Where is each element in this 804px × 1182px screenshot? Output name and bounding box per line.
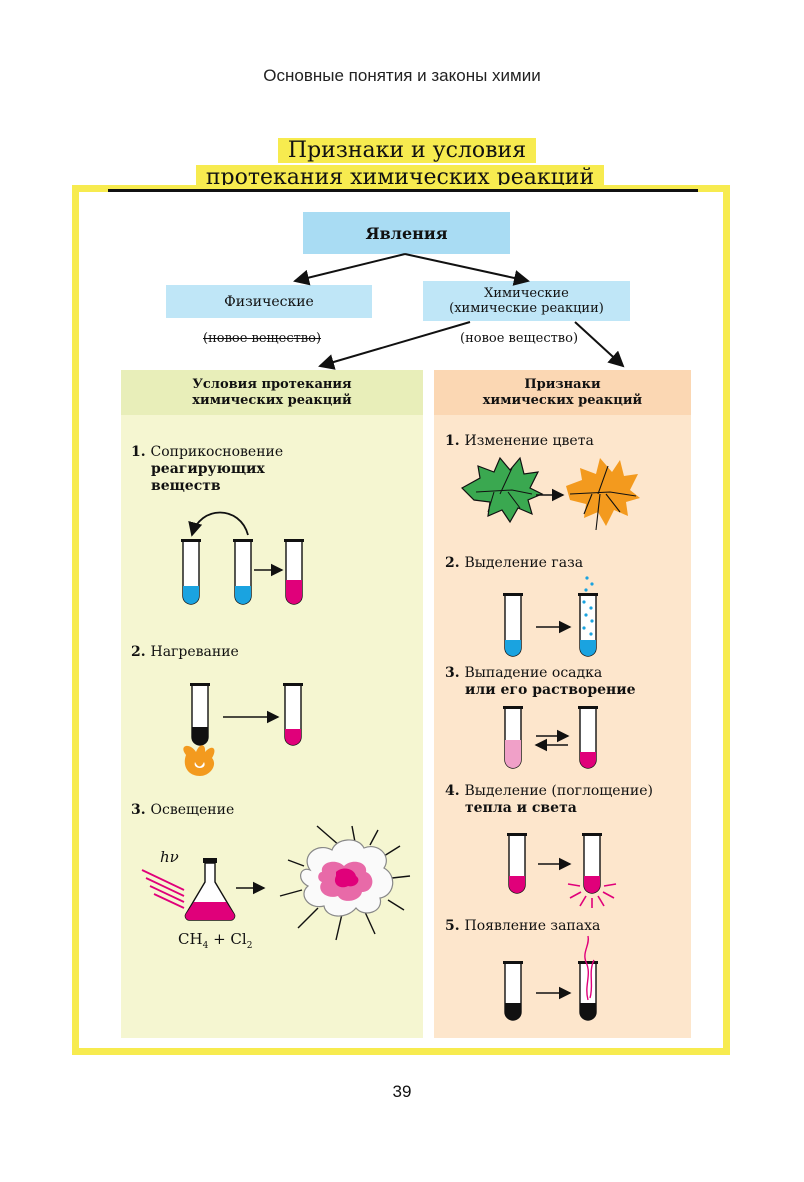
condition-1-line-2: реагирующих — [151, 461, 265, 477]
arrow-to-physical — [293, 253, 406, 286]
signs-header-line-1: Признаки — [524, 376, 601, 392]
green-leaf-icon — [461, 456, 544, 524]
flame-icon — [183, 745, 215, 776]
test-tube-icon — [503, 593, 523, 657]
test-tube-icon — [181, 539, 201, 605]
condition-1-line-3: веществ — [151, 478, 221, 494]
sign-item-4: 4. Выделение (поглощение) тепла и света — [445, 783, 653, 817]
test-tube-icon — [233, 539, 253, 605]
sign-item-1: 1. Изменение цвета — [445, 433, 594, 450]
smell-illustration — [503, 935, 598, 1021]
conditions-header-line-1: Условия протекания — [192, 376, 352, 392]
reaction-formula: CH4 + Cl2 — [178, 930, 252, 951]
page-number: 39 — [392, 1082, 412, 1101]
test-tube-icon — [503, 961, 523, 1021]
condition-item-1: 1. Соприкосновение реагирующих веществ — [131, 444, 283, 495]
sign-1-num: 1. — [445, 433, 460, 449]
precipitate-illustration — [503, 706, 598, 769]
test-tube-icon — [582, 833, 602, 894]
light-rays-icon — [141, 869, 185, 909]
smell-vapor-icon — [584, 935, 595, 1001]
conditions-panel — [121, 370, 423, 1038]
sign-2-num: 2. — [445, 555, 460, 571]
title-line-1: Признаки и условия — [277, 138, 537, 163]
sign-5-num: 5. — [445, 918, 460, 934]
condition-1-num: 1. — [131, 444, 146, 460]
test-tube-icon — [283, 683, 303, 746]
phenomena-box: Явления — [303, 212, 510, 254]
test-tube-icon — [507, 833, 527, 894]
formula-cl: + Cl — [208, 930, 247, 948]
chemical-label: Химические — [484, 286, 569, 301]
flask-icon — [184, 858, 236, 921]
chemical-sublabel: (химические реакции) — [449, 301, 604, 316]
test-tube-icon — [503, 706, 523, 769]
contact-illustration — [181, 511, 304, 605]
chemical-box: Химические (химические реакции) — [423, 281, 630, 321]
orange-leaf-icon — [566, 458, 640, 531]
signs-header-line-2: химических реакций — [482, 392, 643, 408]
sign-4-line-2: тепла и света — [465, 800, 577, 816]
test-tube-icon — [578, 593, 598, 657]
light-symbol: hν — [160, 848, 179, 866]
explosion-icon — [279, 825, 411, 941]
heat-light-illustration — [507, 833, 617, 908]
sign-item-5: 5. Появление запаха — [445, 918, 600, 935]
yellow-frame — [72, 185, 730, 1055]
condition-2-num: 2. — [131, 644, 146, 660]
arrow-to-signs — [574, 321, 625, 368]
title-rule — [108, 189, 698, 192]
running-head: Основные понятия и законы химии — [263, 66, 541, 85]
conditions-header-line-2: химических реакций — [192, 392, 352, 408]
conditions-header: Условия протекания химических реакций — [121, 370, 423, 415]
heating-illustration — [183, 683, 303, 776]
arrow-to-conditions — [318, 321, 471, 370]
condition-2-line-1: Нагревание — [150, 644, 239, 660]
formula-cl-sub: 2 — [246, 941, 253, 951]
sign-4-num: 4. — [445, 783, 460, 799]
leaf-color-change-illustration — [461, 456, 640, 531]
test-tube-icon — [284, 539, 304, 605]
sign-1-line-1: Изменение цвета — [464, 433, 594, 449]
test-tube-icon — [190, 683, 210, 746]
sign-5-line-1: Появление запаха — [464, 918, 601, 934]
sign-item-2: 2. Выделение газа — [445, 555, 583, 572]
condition-item-2: 2. Нагревание — [131, 644, 239, 661]
test-tube-icon — [578, 706, 598, 769]
sign-3-line-1: Выпадение осадка — [464, 665, 603, 681]
sign-2-line-1: Выделение газа — [464, 555, 584, 571]
glow-rays-icon — [567, 883, 617, 908]
arrow-to-chemical — [404, 253, 530, 286]
bubbles-icon — [582, 576, 594, 636]
sign-3-num: 3. — [445, 665, 460, 681]
sign-item-3: 3. Выпадение осадка или его растворение — [445, 665, 636, 699]
light-illustration — [141, 825, 411, 941]
condition-item-3: 3. Освещение — [131, 802, 234, 819]
condition-1-line-1: Соприкосновение — [150, 444, 284, 460]
diagram-arrows — [293, 253, 625, 370]
physical-note: (новое вещество) — [203, 331, 322, 346]
physical-box: Физические — [166, 285, 372, 318]
formula-ch: CH — [178, 930, 203, 948]
sign-4-line-1: Выделение (поглощение) — [464, 783, 654, 799]
signs-header: Признаки химических реакций — [434, 370, 691, 415]
formula-ch-sub: 4 — [202, 941, 209, 951]
gas-illustration — [503, 576, 598, 657]
test-tube-icon — [578, 961, 598, 1021]
pour-arrow — [188, 511, 249, 537]
condition-3-line-1: Освещение — [150, 802, 235, 818]
condition-3-num: 3. — [131, 802, 146, 818]
chemical-note: (новое вещество) — [460, 331, 579, 346]
sign-3-line-2: или его растворение — [465, 682, 636, 698]
